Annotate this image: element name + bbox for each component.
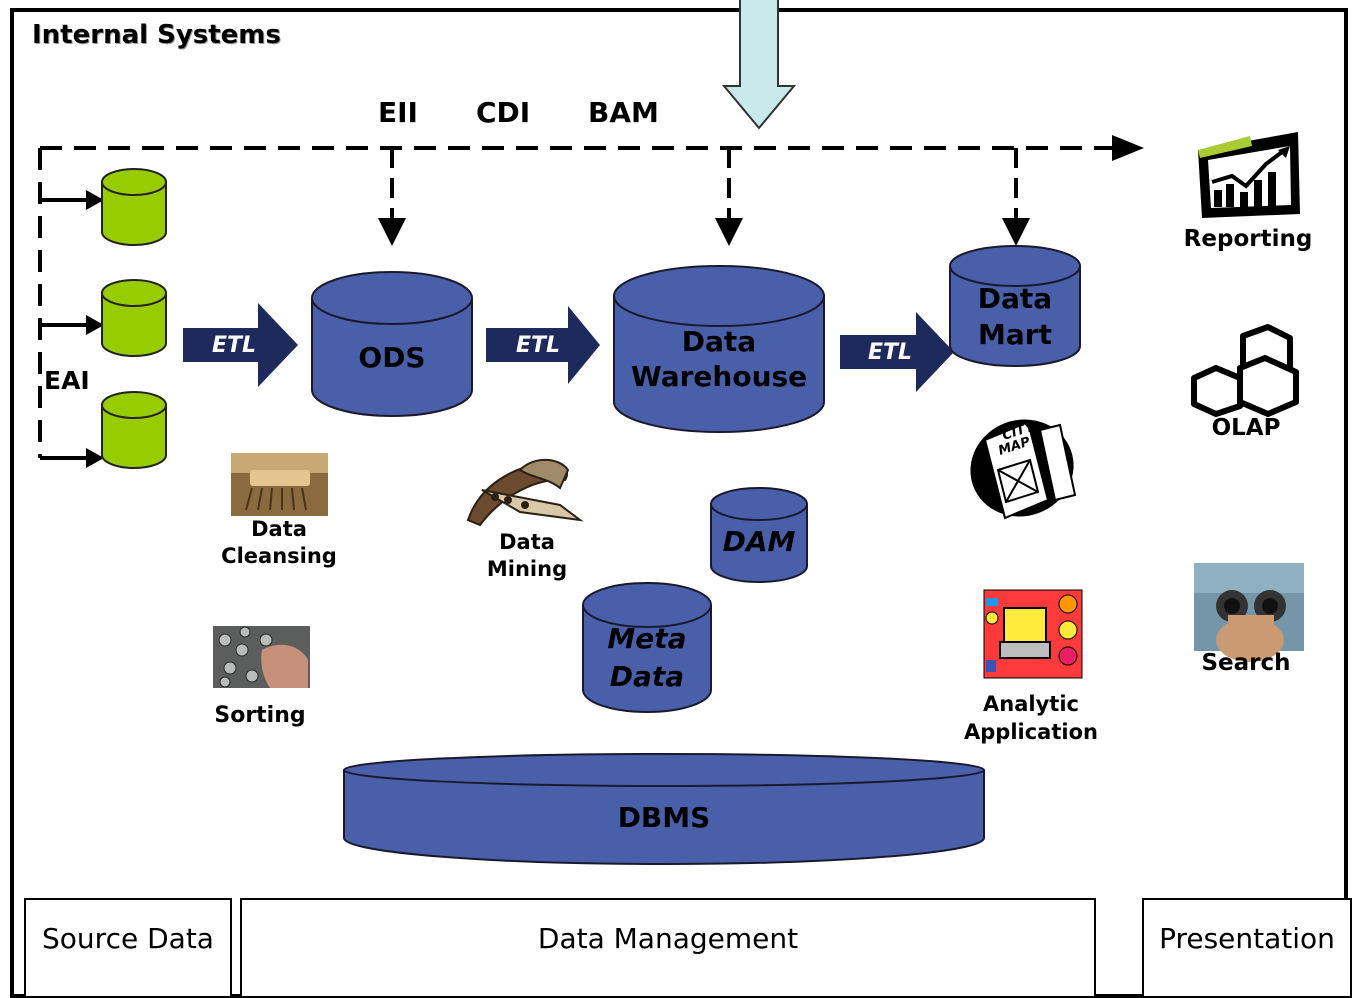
analytic-application-line-2: Application bbox=[964, 720, 1098, 745]
etl-arrow-2 bbox=[486, 306, 600, 384]
sorting-label: Sorting bbox=[214, 703, 306, 728]
olap-label: OLAP bbox=[1211, 415, 1281, 441]
data-cleansing-line-2: Cleansing bbox=[221, 544, 337, 569]
data-warehouse-line-1: Data bbox=[681, 325, 757, 358]
meta-data-line-1: Meta bbox=[607, 622, 687, 655]
source-data-label: Source Data bbox=[42, 922, 214, 955]
data-mart-line-1: Data bbox=[977, 282, 1053, 315]
eai-connectors bbox=[40, 198, 90, 460]
label-eii: EII bbox=[378, 96, 418, 129]
analytic-app-icon bbox=[983, 589, 1083, 679]
analytic-application-line-1: Analytic bbox=[983, 692, 1079, 716]
label-bam: BAM bbox=[588, 96, 659, 129]
meta-data-cylinder bbox=[582, 582, 712, 713]
meta-data-line-2: Data bbox=[609, 659, 685, 693]
source-db-2 bbox=[101, 279, 167, 357]
label-cdi: CDI bbox=[476, 96, 531, 129]
olap-cubes-icon bbox=[1191, 324, 1299, 417]
data-mart-line-2: Mart bbox=[978, 318, 1052, 352]
brush-icon bbox=[231, 453, 328, 516]
incoming-arrow bbox=[721, 0, 797, 130]
diagram-canvas: CITY MAP bbox=[38, 0, 1304, 865]
drop-arrow-dw bbox=[715, 218, 743, 246]
source-db-1 bbox=[101, 168, 167, 246]
data-cleansing-label: Data Cleansing bbox=[218, 516, 340, 571]
analytic-application-label: Analytic Application bbox=[960, 690, 1102, 747]
ods-label: ODS bbox=[358, 341, 426, 374]
dbms-cylinder bbox=[343, 753, 985, 865]
data-warehouse-line-2: Warehouse bbox=[630, 360, 808, 393]
city-map-icon: CITY MAP bbox=[970, 419, 1077, 520]
source-db-3 bbox=[101, 391, 167, 469]
binoculars-icon bbox=[1194, 563, 1304, 662]
etl-label-1: ETL bbox=[211, 333, 257, 358]
dam-label: DAM bbox=[722, 525, 796, 558]
diagram-title: Internal Systems bbox=[32, 20, 281, 50]
data-warehouse-label: Data Warehouse bbox=[614, 324, 824, 394]
ods-cylinder bbox=[311, 271, 473, 417]
label-eai: EAI bbox=[44, 366, 90, 395]
data-mining-label: Data Mining bbox=[472, 529, 582, 584]
drop-arrow-ods bbox=[378, 218, 406, 246]
drop-arrow-mart bbox=[1002, 218, 1030, 246]
bus-arrowhead bbox=[1112, 135, 1144, 161]
presentation-label: Presentation bbox=[1159, 922, 1335, 955]
etl-label-3: ETL bbox=[867, 340, 913, 365]
data-management-label: Data Management bbox=[537, 922, 799, 955]
meta-data-label: Meta Data bbox=[583, 620, 711, 696]
sorting-hand-icon bbox=[213, 626, 310, 688]
data-cleansing-line-1: Data bbox=[251, 517, 307, 541]
pickaxe-icon bbox=[466, 458, 584, 527]
search-label: Search bbox=[1201, 650, 1291, 676]
reporting-chart-icon bbox=[1198, 132, 1300, 218]
data-mining-line-2: Mining bbox=[486, 557, 568, 582]
etl-label-2: ETL bbox=[515, 333, 561, 358]
dbms-label: DBMS bbox=[617, 801, 711, 834]
data-warehouse-cylinder bbox=[613, 265, 825, 433]
etl-arrow-3 bbox=[840, 312, 954, 392]
reporting-label: Reporting bbox=[1183, 226, 1313, 252]
data-mart-label: Data Mart bbox=[950, 281, 1080, 354]
etl-arrow-1 bbox=[183, 303, 298, 387]
data-mart-cylinder bbox=[949, 245, 1081, 367]
dam-cylinder bbox=[710, 487, 808, 583]
data-mining-line-1: Data bbox=[499, 530, 555, 554]
